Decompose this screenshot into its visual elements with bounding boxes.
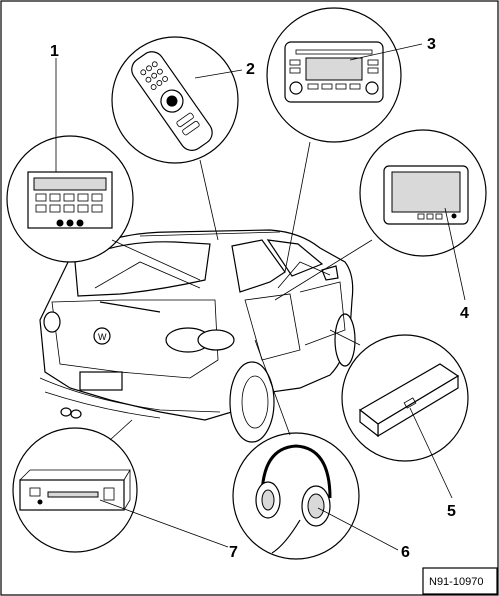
leader-line-7b: [109, 419, 133, 441]
callout-number-5: 5: [447, 503, 456, 520]
reference-code-box: [422, 567, 498, 595]
rear-control-panel-icon: [27, 171, 113, 229]
leader-line-7: [99, 499, 229, 548]
leader-line-5b: [329, 329, 361, 346]
control-module-icon: [358, 363, 460, 438]
leader-line-2b: [199, 159, 219, 241]
callout-circle-4: [359, 129, 487, 257]
headphones-icon: [255, 444, 332, 554]
reference-code: N91-10970: [429, 576, 483, 588]
callout-number-4: 4: [460, 305, 469, 322]
leader-line-1b: [111, 239, 201, 281]
callout-number-3: 3: [427, 36, 436, 53]
callout-circle-5: [341, 334, 469, 462]
leader-line-6b: [254, 339, 291, 436]
leader-line-4b: [274, 239, 373, 301]
callout-number-1: 1: [50, 43, 59, 60]
leader-line-3b: [284, 141, 311, 273]
rear-media-player-icon: [19, 469, 131, 511]
display-screen-icon: [383, 165, 469, 225]
callout-circle-1: [6, 135, 134, 263]
callout-number-7: 7: [229, 544, 238, 561]
leader-line-5: [409, 407, 453, 499]
callout-circle-7: [12, 427, 138, 553]
callout-circle-6: [232, 432, 360, 560]
leader-line-4: [444, 207, 466, 301]
callout-number-6: 6: [401, 544, 410, 561]
leader-line-2: [194, 69, 243, 79]
callout-circle-3: [266, 7, 402, 143]
remote-control-icon: [131, 51, 213, 151]
callout-number-2: 2: [246, 61, 255, 78]
leader-line-6: [317, 507, 399, 551]
radio-navigation-unit-icon: [284, 41, 384, 103]
suv-rear-view-icon: W: [39, 229, 356, 443]
svg-text:W: W: [98, 332, 107, 342]
callout-circle-2: [111, 36, 239, 164]
leader-line-3: [349, 43, 423, 61]
